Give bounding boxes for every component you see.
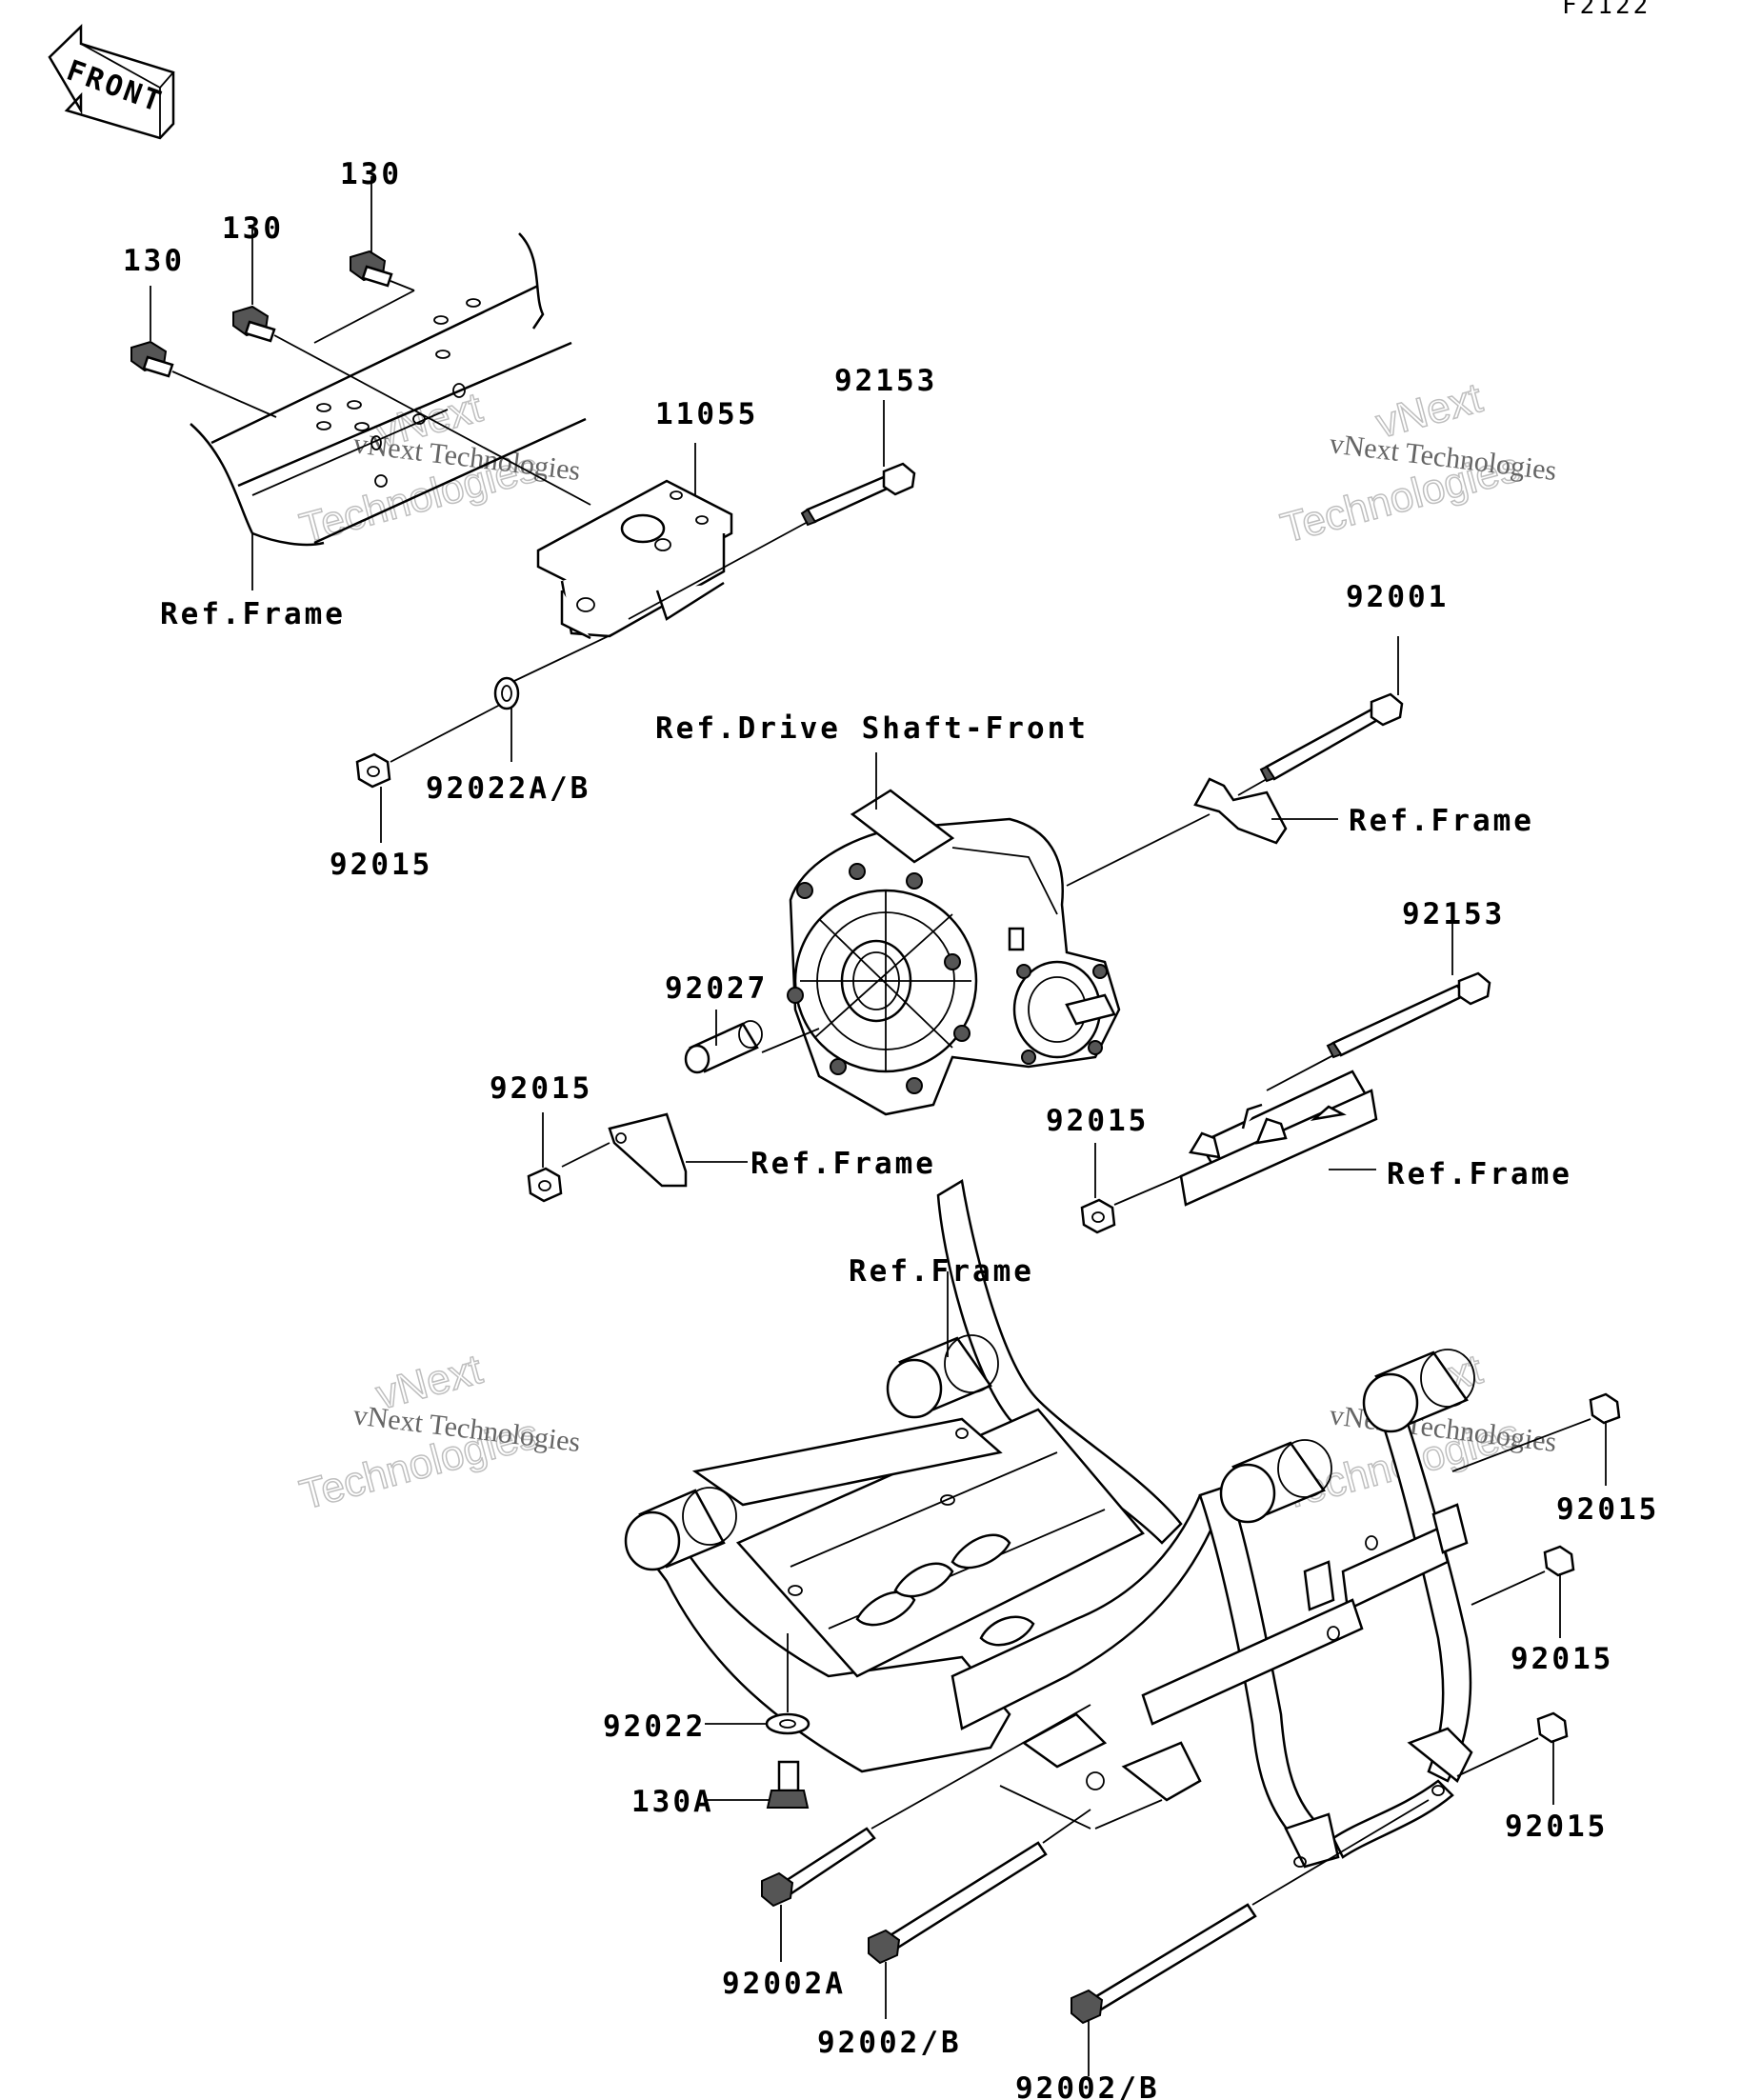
top-frame-rail [190, 232, 587, 547]
label-130A: 130A [631, 1785, 714, 1819]
washer-92022 [705, 1633, 810, 1735]
nut-92015-left [527, 1112, 563, 1203]
label-92002B-middle: 92002/B [817, 2026, 962, 2060]
ref-frame-bracket-right [1193, 777, 1338, 845]
label-92015-top: 92015 [330, 848, 432, 882]
label-ref-frame-top: Ref.Frame [160, 597, 346, 631]
bolt-130A [705, 1760, 810, 1809]
watermark-top-left: vNext Technologies vNext Technologies [294, 383, 582, 552]
label-92015-left: 92015 [490, 1071, 592, 1106]
front-arrow-icon: FRONT [48, 24, 175, 140]
watermark-top-right: vNext Technologies vNext Technologies [1275, 373, 1558, 552]
nut-92015-top [355, 704, 501, 843]
label-ref-drive-shaft: Ref.Drive Shaft-Front [655, 711, 1089, 746]
label-130-left: 130 [123, 244, 185, 278]
label-11055: 11055 [655, 397, 758, 431]
mount-bushing-top [886, 1334, 999, 1419]
label-92027: 92027 [665, 971, 768, 1006]
bolt-130-right [313, 250, 415, 344]
label-92153-top: 92153 [834, 364, 937, 398]
front-final-drive-housing [761, 752, 1211, 1116]
bolt-130-left [130, 340, 277, 418]
label-92022: 92022 [603, 1710, 706, 1744]
bolt-92002B-bottom [1071, 1799, 1430, 2076]
mount-bushing-left [624, 1487, 737, 1571]
bracket-11055 [536, 443, 733, 640]
mount-bushing-right-rear [1362, 1349, 1475, 1433]
label-92002A: 92002A [722, 1967, 846, 2001]
nut-92015-right-mid [1471, 1545, 1575, 1638]
label-ref-frame-right: Ref.Frame [1349, 804, 1534, 838]
label-92022ab: 92022A/B [426, 771, 590, 806]
label-92153-mid: 92153 [1402, 897, 1505, 931]
label-92015-r1: 92015 [1556, 1492, 1659, 1527]
nut-92015-right-bottom [1456, 1711, 1569, 1805]
label-130-right: 130 [340, 157, 402, 191]
bolt-92001 [1237, 636, 1404, 796]
collar-92027 [684, 1010, 763, 1074]
bolt-92153-top [628, 400, 916, 620]
nut-92015-mid [1080, 1143, 1116, 1234]
washer-92022ab [493, 632, 615, 762]
ref-frame-plate-left [561, 1112, 748, 1188]
label-92001: 92001 [1346, 580, 1449, 614]
ref-frame-crossmember [1113, 1070, 1378, 1207]
label-130-middle: 130 [222, 211, 284, 246]
label-92015-r2: 92015 [1511, 1642, 1613, 1676]
label-ref-frame-lower: Ref.Frame [849, 1254, 1034, 1289]
label-ref-frame-bracket: Ref.Frame [1387, 1157, 1572, 1191]
label-92015-mid: 92015 [1046, 1104, 1149, 1138]
figure-code: F2122 [1562, 0, 1651, 20]
label-92002B-bottom: 92002/B [1015, 2071, 1160, 2100]
bolt-92002B-middle [868, 1809, 1091, 2019]
watermark-bottom-left: vNext Technologies vNext Technologies [294, 1345, 582, 1519]
label-ref-frame-left: Ref.Frame [750, 1147, 936, 1181]
mount-bushing-right-front [1219, 1439, 1332, 1524]
bolt-130-middle [232, 305, 591, 506]
nut-92015-right-top [1451, 1392, 1621, 1486]
label-92015-r3: 92015 [1505, 1810, 1608, 1844]
lower-frame-assembly [624, 1178, 1475, 1869]
bolt-92002A [761, 1704, 1091, 1962]
bolt-92153-mid [1266, 910, 1491, 1091]
